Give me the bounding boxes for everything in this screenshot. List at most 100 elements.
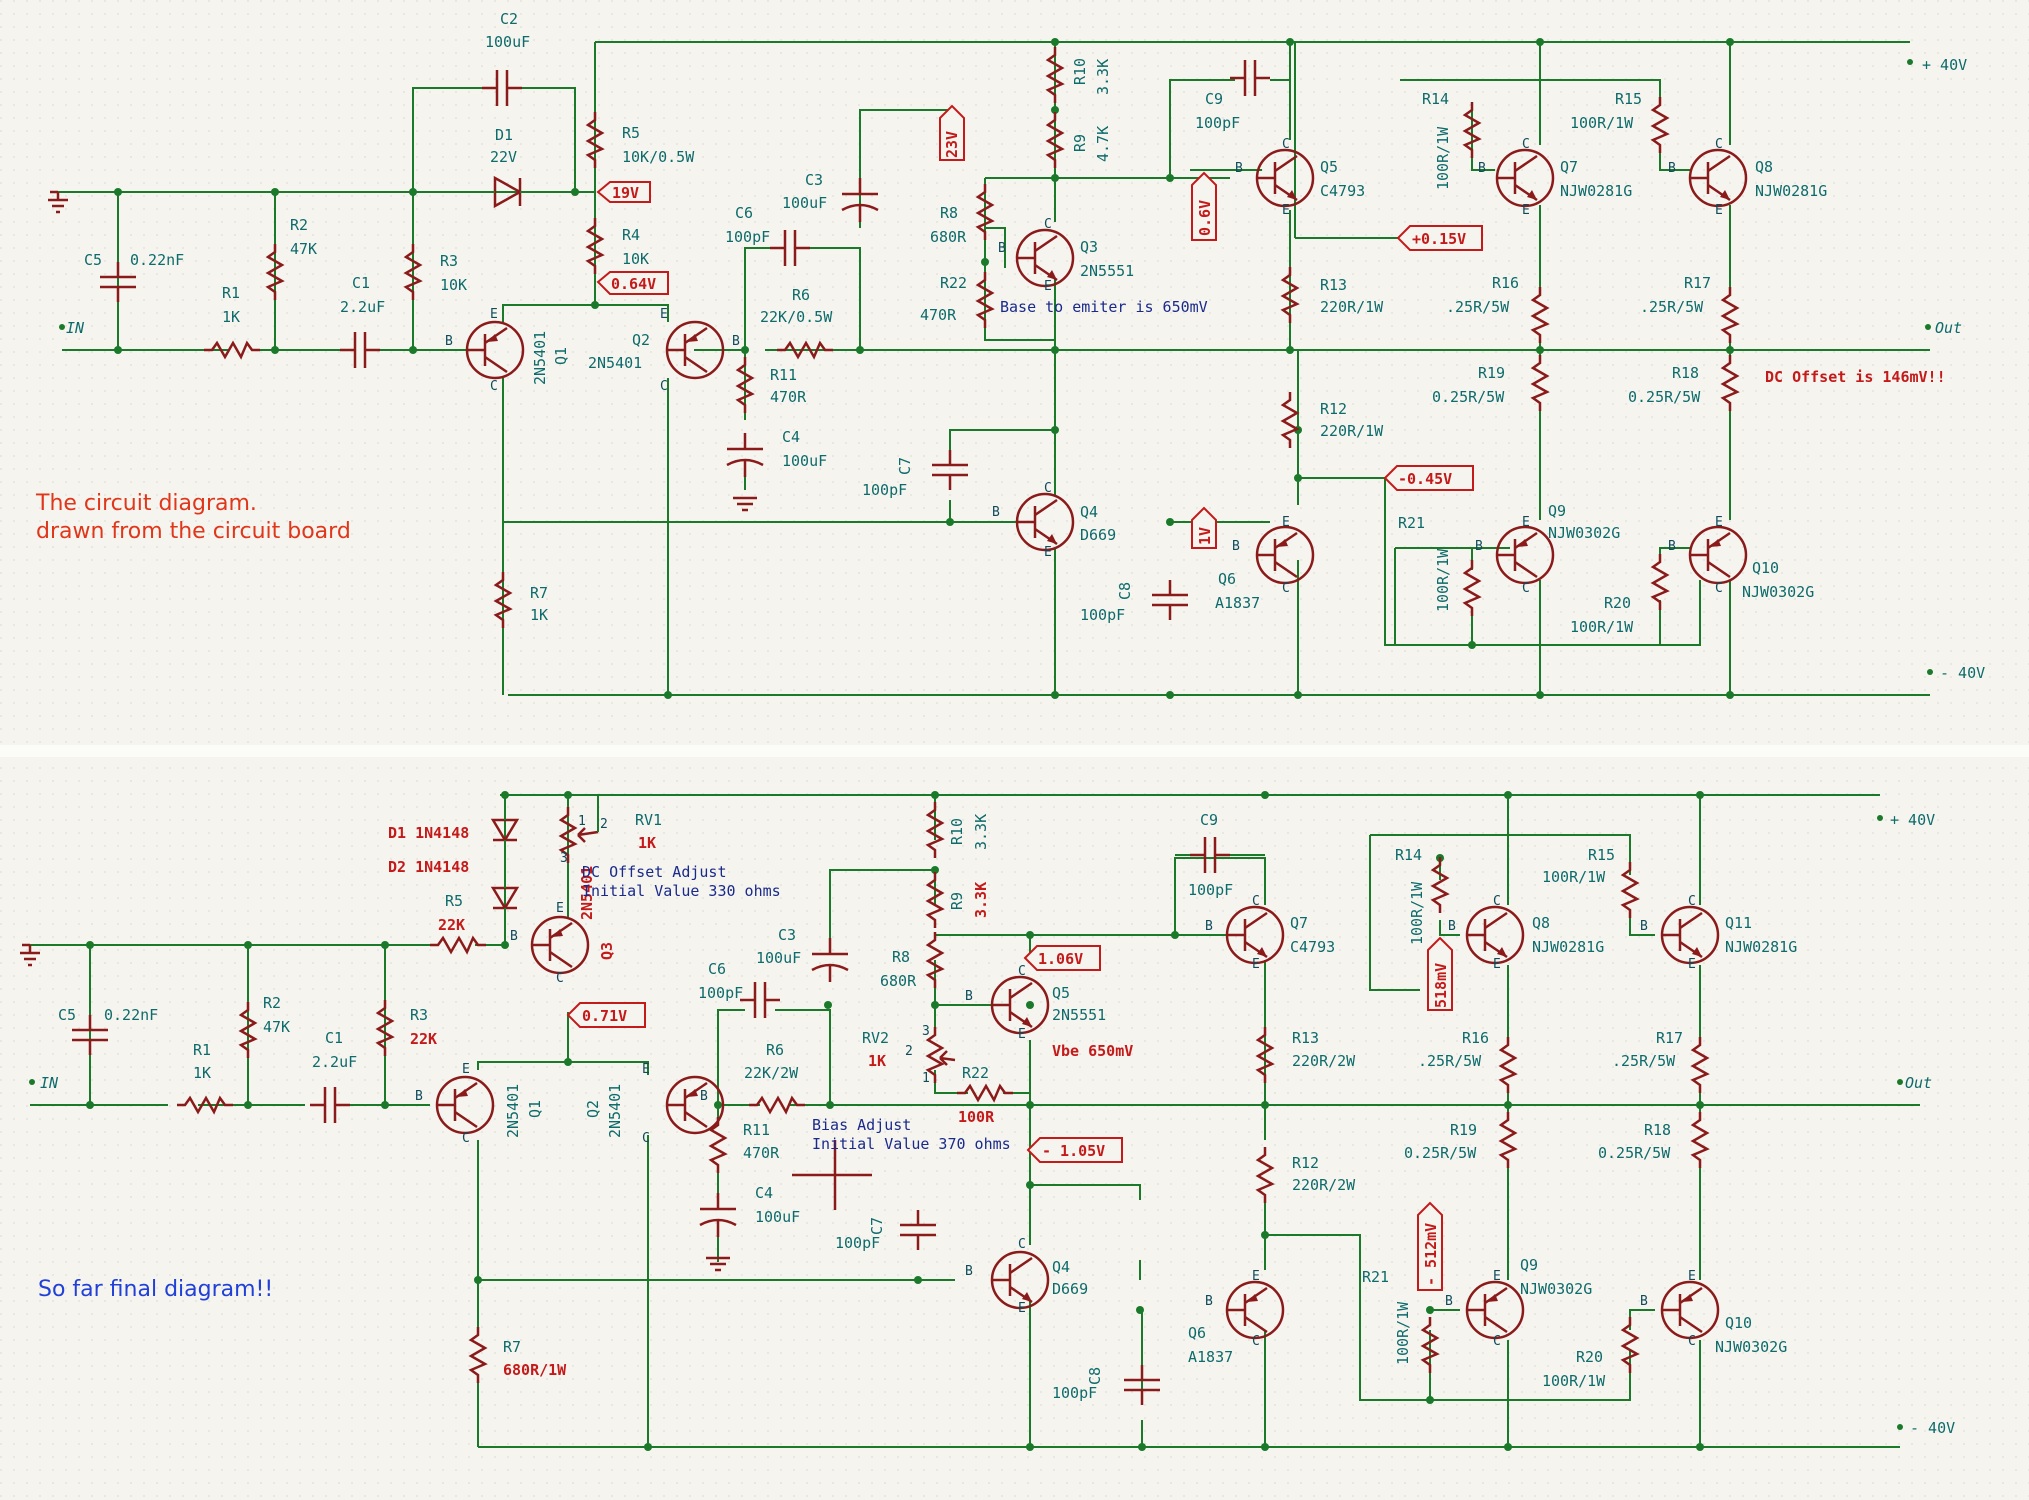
note-vbe: Vbe 650mV bbox=[1052, 1042, 1133, 1060]
svg-text:E: E bbox=[1688, 1269, 1696, 1284]
svg-text:C: C bbox=[556, 971, 564, 986]
svg-text:B: B bbox=[1445, 1294, 1453, 1309]
b-q11-value: NJW0281G bbox=[1725, 938, 1797, 956]
note-bias-adjust: Bias Adjust bbox=[812, 1116, 911, 1134]
svg-text:B: B bbox=[965, 1264, 973, 1279]
svg-text:2: 2 bbox=[600, 817, 608, 832]
b-r18-value: 0.25R/5W bbox=[1598, 1144, 1671, 1162]
b-q7-ref: Q7 bbox=[1290, 914, 1308, 932]
b-q2-ref: Q2 bbox=[584, 1100, 602, 1118]
b-r18-ref: R18 bbox=[1644, 1121, 1671, 1139]
c2-value: 100uF bbox=[485, 33, 530, 51]
svg-text:19V: 19V bbox=[612, 184, 639, 202]
b-c9-value: 100pF bbox=[1188, 881, 1233, 899]
c5-value: 0.22nF bbox=[130, 251, 184, 269]
svg-text:B: B bbox=[700, 1089, 708, 1104]
b-r5-ref: R5 bbox=[445, 892, 463, 910]
b-c1-value: 2.2uF bbox=[312, 1053, 357, 1071]
bottom-labels: + 40V - 40V IN Out D1 1N4148 D2 1N4148 R… bbox=[29, 811, 1955, 1437]
tag-064v: 0.64V bbox=[596, 271, 669, 295]
svg-text:0.6V: 0.6V bbox=[1196, 200, 1214, 236]
rail-neg-label: - 40V bbox=[1940, 664, 1985, 682]
b-rail-neg-label: - 40V bbox=[1910, 1419, 1955, 1437]
r20-value: 100R/1W bbox=[1570, 618, 1634, 636]
top-labels: + 40V - 40V IN Out C2 100uF D1 22V R5 10… bbox=[35, 10, 1985, 682]
c8-ref: C8 bbox=[1116, 582, 1134, 600]
d1-ref: D1 bbox=[495, 126, 513, 144]
svg-text:0.71V: 0.71V bbox=[582, 1007, 627, 1025]
svg-text:C: C bbox=[642, 1131, 650, 1146]
r6-ref: R6 bbox=[792, 286, 810, 304]
b-c1-ref: C1 bbox=[325, 1029, 343, 1047]
svg-text:E: E bbox=[1018, 1027, 1026, 1042]
svg-text:-0.45V: -0.45V bbox=[1398, 470, 1452, 488]
r15-value: 100R/1W bbox=[1570, 114, 1634, 132]
svg-text:B: B bbox=[1478, 161, 1486, 176]
r18-ref: R18 bbox=[1672, 364, 1699, 382]
svg-text:B: B bbox=[998, 241, 1006, 256]
top-diagram: + 40V - 40V IN Out C2 100uF D1 22V R5 10… bbox=[35, 10, 1985, 699]
b-q1-value: 2N5401 bbox=[504, 1084, 522, 1138]
c9-ref: C9 bbox=[1205, 90, 1223, 108]
b-c8-value: 100pF bbox=[1052, 1384, 1097, 1402]
b-r5-value: 22K bbox=[438, 916, 465, 934]
b-r11-value: 470R bbox=[743, 1144, 780, 1162]
input-label: IN bbox=[66, 319, 85, 337]
b-r1-value: 1K bbox=[193, 1064, 211, 1082]
note-base-emitter: Base to emiter is 650mV bbox=[1000, 298, 1208, 316]
b-c3-ref: C3 bbox=[778, 926, 796, 944]
b-q9-ref: Q9 bbox=[1520, 1256, 1538, 1274]
svg-text:E: E bbox=[642, 1062, 650, 1077]
svg-text:E: E bbox=[490, 307, 498, 322]
svg-text:C: C bbox=[1018, 1237, 1026, 1252]
svg-text:B: B bbox=[510, 929, 518, 944]
note-bias-initial: Initial Value 370 ohms bbox=[812, 1135, 1011, 1153]
b-c6-ref: C6 bbox=[708, 960, 726, 978]
tag-p015v: +0.15V bbox=[1396, 225, 1483, 251]
r13-value: 220R/1W bbox=[1320, 298, 1384, 316]
r8-value: 680R bbox=[930, 228, 967, 246]
b-q4-value: D669 bbox=[1052, 1280, 1088, 1298]
c9-value: 100pF bbox=[1195, 114, 1240, 132]
r20-ref: R20 bbox=[1604, 594, 1631, 612]
b-r21-value: 100R/1W bbox=[1394, 1301, 1412, 1365]
b-c7-value: 100pF bbox=[835, 1234, 880, 1252]
c3-value: 100uF bbox=[782, 194, 827, 212]
b-r14-ref: R14 bbox=[1395, 846, 1422, 864]
b-r10-ref: R10 bbox=[948, 818, 966, 845]
svg-text:E: E bbox=[1252, 957, 1260, 972]
q1-value: 2N5401 bbox=[531, 331, 549, 385]
c7-ref: C7 bbox=[896, 457, 914, 475]
tag-23v: 23V bbox=[939, 104, 965, 161]
r15-ref: R15 bbox=[1615, 90, 1642, 108]
r19-value: 0.25R/5W bbox=[1432, 388, 1505, 406]
svg-text:1: 1 bbox=[922, 1071, 930, 1086]
b-r20-value: 100R/1W bbox=[1542, 1372, 1606, 1390]
svg-text:C: C bbox=[490, 379, 498, 394]
svg-text:C: C bbox=[660, 379, 668, 394]
q3-value: 2N5551 bbox=[1080, 262, 1134, 280]
b-q8-value: NJW0281G bbox=[1532, 938, 1604, 956]
b-r7-ref: R7 bbox=[503, 1338, 521, 1356]
b-output-label: Out bbox=[1905, 1074, 1932, 1092]
b-r3-ref: R3 bbox=[410, 1006, 428, 1024]
svg-text:B: B bbox=[992, 505, 1000, 520]
svg-text:E: E bbox=[1252, 1269, 1260, 1284]
r7-ref: R7 bbox=[530, 584, 548, 602]
svg-text:B: B bbox=[1205, 1294, 1213, 1309]
svg-text:E: E bbox=[1493, 1269, 1501, 1284]
tag-1v: 1V bbox=[1191, 506, 1217, 549]
r10-value: 3.3K bbox=[1094, 59, 1112, 95]
b-rail-pos-label: + 40V bbox=[1890, 811, 1935, 829]
b-c5-value: 0.22nF bbox=[104, 1006, 158, 1024]
svg-text:E: E bbox=[1044, 545, 1052, 560]
b-q3-value: 2N5401 bbox=[578, 866, 596, 920]
svg-text:3: 3 bbox=[922, 1024, 930, 1039]
r8-ref: R8 bbox=[940, 204, 958, 222]
r14-ref: R14 bbox=[1422, 90, 1449, 108]
q7-value: NJW0281G bbox=[1560, 182, 1632, 200]
c5-ref: C5 bbox=[84, 251, 102, 269]
q3-ref: Q3 bbox=[1080, 238, 1098, 256]
crosshair-mark bbox=[792, 1140, 872, 1210]
